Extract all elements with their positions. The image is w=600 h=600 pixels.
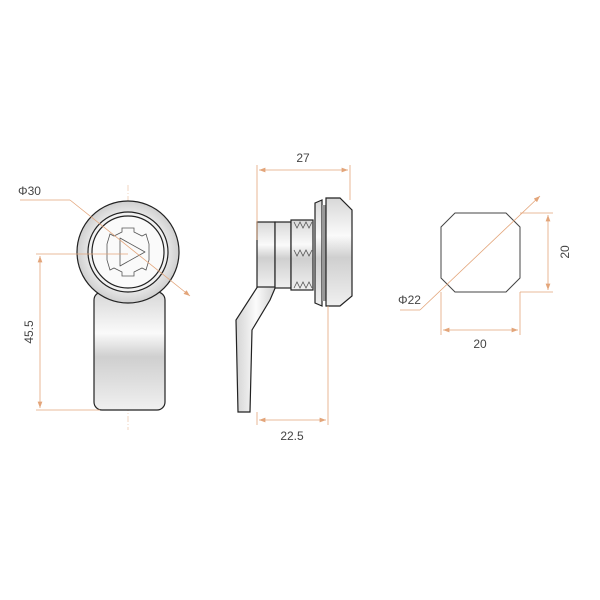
gasket [322,205,326,301]
cutout-diameter-leader [419,195,541,311]
washer [314,199,323,307]
length-label: 27 [296,151,310,165]
triangle-keyway-icon [119,237,146,267]
diameter-leader [69,199,191,297]
barrel [256,221,276,288]
plug-face [91,215,165,289]
cam-length-label: 22.5 [280,429,304,443]
sleeve [274,221,292,289]
panel-cutout-view: Φ22 20 20 [398,195,572,351]
diameter-label: Φ30 [18,184,41,198]
side-view: 27 22.5 [235,151,353,443]
cam-arm [235,285,277,413]
nut-bezel [325,197,353,307]
thread [290,219,314,291]
front-view: Φ30 45.5 [18,184,191,430]
cutout-width-label: 20 [473,337,487,351]
height-label: 45.5 [22,320,36,344]
cutout-height-label: 20 [558,245,572,259]
key-plate [106,227,150,277]
cam-tab [93,291,166,411]
thread-lines [293,221,313,289]
cutout-diameter-label: Φ22 [398,293,421,307]
